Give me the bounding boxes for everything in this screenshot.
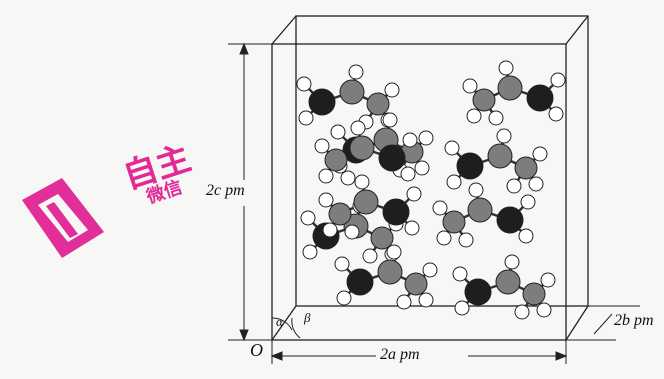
cell-front-face [271, 43, 567, 341]
cell-edge [271, 15, 297, 45]
white-atom [540, 272, 556, 288]
white-atom [436, 230, 452, 246]
cell-edge [565, 15, 589, 45]
white-atom [406, 186, 422, 202]
black-atom [346, 268, 374, 296]
gray-atom [404, 272, 428, 296]
alpha-label: α [276, 314, 283, 329]
alpha-arc [271, 317, 293, 331]
black-atom [464, 278, 492, 306]
white-atom [496, 128, 512, 144]
gray-atom [328, 202, 352, 226]
white-atom [452, 266, 468, 282]
white-atom [318, 192, 334, 208]
white-atom [548, 106, 564, 122]
white-atom [504, 254, 520, 270]
white-atom [536, 302, 552, 318]
white-atom [418, 130, 434, 146]
white-atom [520, 194, 536, 210]
white-atom [458, 232, 474, 248]
white-atom [330, 124, 346, 140]
white-atom [302, 244, 318, 260]
gray-atom [487, 143, 513, 169]
white-atom [514, 304, 530, 320]
white-atom [396, 294, 412, 310]
cell-back-face [295, 15, 589, 307]
cell-edge [565, 305, 589, 341]
depth-dimension-line [593, 313, 613, 335]
gray-atom [495, 269, 521, 295]
white-atom [454, 300, 470, 316]
white-atom [444, 140, 460, 156]
white-atom [446, 174, 462, 190]
gray-atom [366, 92, 390, 116]
white-atom [402, 132, 418, 148]
white-atom [518, 228, 534, 244]
origin-label: O [250, 340, 263, 360]
gray-atom [339, 79, 365, 105]
white-atom [340, 170, 356, 186]
white-atom [432, 200, 448, 216]
white-atom [354, 174, 370, 190]
white-atom [318, 168, 334, 184]
gray-atom [349, 135, 375, 161]
white-atom [314, 138, 330, 154]
white-atom [336, 290, 352, 306]
white-atom [532, 146, 548, 162]
cell-frame [271, 15, 589, 341]
black-atom [378, 144, 406, 172]
white-atom [362, 248, 378, 264]
white-atom [414, 160, 430, 176]
gray-atom [370, 226, 394, 250]
height-label: 2c pm [206, 182, 245, 199]
white-atom [334, 256, 350, 272]
white-atom [418, 292, 434, 308]
white-atom [468, 182, 484, 198]
gray-atom [353, 189, 379, 215]
atom-layer [296, 60, 566, 320]
white-atom [348, 64, 364, 80]
beta-arc [291, 317, 301, 339]
white-atom [386, 244, 402, 260]
gray-atom [467, 197, 493, 223]
gray-atom [472, 88, 496, 112]
gray-atom [377, 259, 403, 285]
white-atom [296, 76, 312, 92]
black-atom [382, 198, 410, 226]
black-atom [526, 84, 554, 112]
black-atom [308, 88, 336, 116]
white-atom [488, 110, 504, 126]
dimension-lines [228, 42, 640, 364]
gray-atom [497, 75, 523, 101]
white-atom [422, 262, 438, 278]
depth-label: 2b pm [614, 312, 654, 329]
white-atom [462, 78, 478, 94]
cell-edge [271, 305, 297, 341]
white-atom [400, 166, 416, 182]
white-atom [344, 224, 360, 240]
white-atom [498, 60, 514, 76]
white-atom [550, 72, 566, 88]
watermark-logo [22, 178, 104, 258]
black-atom [456, 152, 484, 180]
white-atom [506, 178, 522, 194]
gray-atom [324, 148, 348, 172]
white-atom [298, 110, 314, 126]
beta-label: β [304, 310, 311, 325]
white-atom [404, 220, 420, 236]
white-atom [466, 108, 482, 124]
white-atom [382, 112, 398, 128]
gray-atom [442, 210, 466, 234]
white-atom [322, 222, 338, 238]
gray-atom [514, 156, 538, 180]
white-atom [384, 82, 400, 98]
black-atom [496, 206, 524, 234]
white-atom [528, 176, 544, 192]
width-label: 2a pm [380, 346, 420, 363]
gray-atom [522, 282, 546, 306]
white-atom [300, 210, 316, 226]
white-atom [350, 120, 366, 136]
